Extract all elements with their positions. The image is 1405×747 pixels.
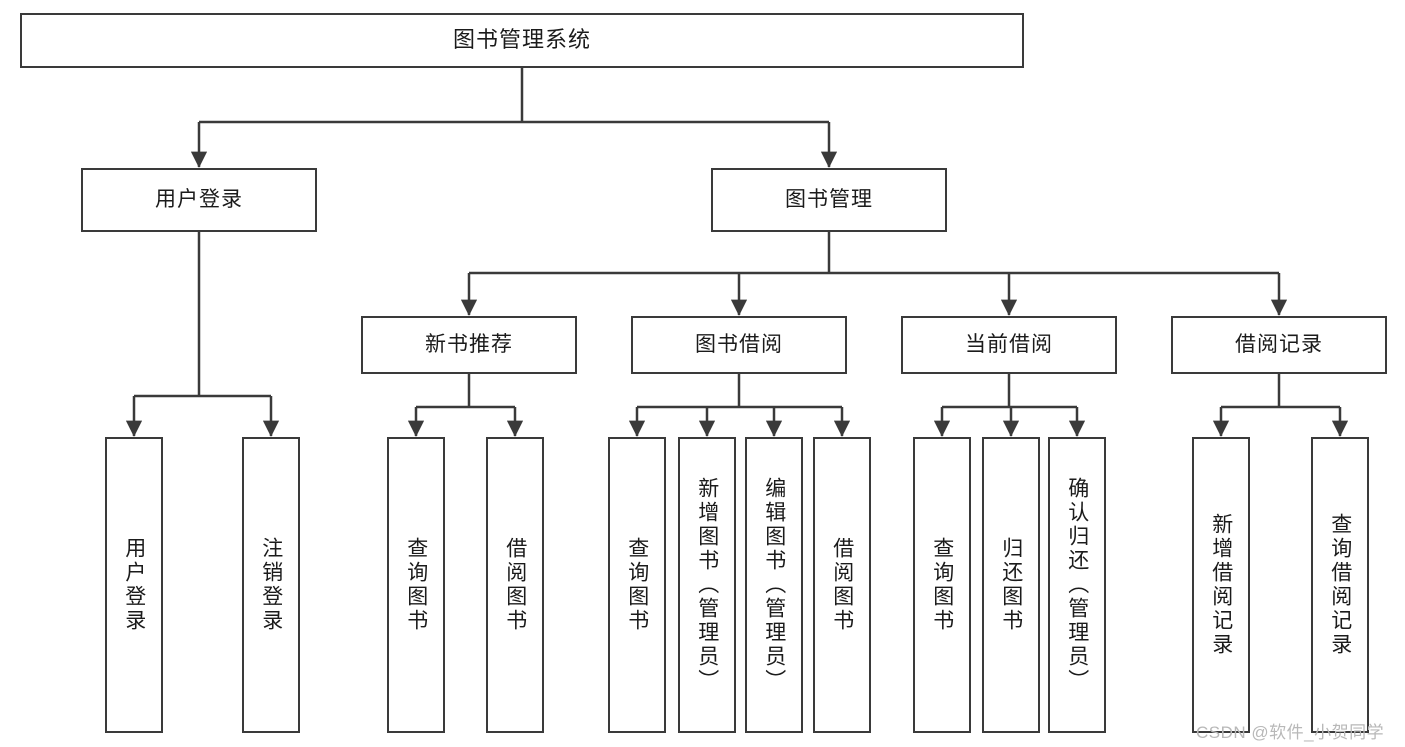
node-root[interactable]: 图书管理系统 bbox=[20, 13, 1024, 68]
node-label: 查询图书 bbox=[930, 537, 954, 633]
node-label: 注销登录 bbox=[259, 537, 283, 633]
node-leaf-add-record[interactable]: 新增借阅记录 bbox=[1192, 437, 1250, 733]
node-leaf-return-book[interactable]: 归还图书 bbox=[982, 437, 1040, 733]
node-newbooks[interactable]: 新书推荐 bbox=[361, 316, 577, 374]
node-label: 编辑图书（管理员） bbox=[762, 477, 786, 693]
node-label: 借阅记录 bbox=[1235, 333, 1323, 357]
node-label: 新增图书（管理员） bbox=[695, 477, 719, 693]
node-leaf-logout[interactable]: 注销登录 bbox=[242, 437, 300, 733]
node-label: 当前借阅 bbox=[965, 333, 1053, 357]
node-label: 用户登录 bbox=[122, 537, 146, 633]
node-label: 确认归还（管理员） bbox=[1065, 477, 1089, 693]
node-label: 查询图书 bbox=[404, 537, 428, 633]
node-label: 查询图书 bbox=[625, 537, 649, 633]
node-current[interactable]: 当前借阅 bbox=[901, 316, 1117, 374]
node-leaf-add-book[interactable]: 新增图书（管理员） bbox=[678, 437, 736, 733]
node-label: 图书管理 bbox=[785, 188, 873, 212]
node-bookmgmt[interactable]: 图书管理 bbox=[711, 168, 947, 232]
node-records[interactable]: 借阅记录 bbox=[1171, 316, 1387, 374]
node-leaf-query-cur[interactable]: 查询图书 bbox=[913, 437, 971, 733]
node-leaf-edit-book[interactable]: 编辑图书（管理员） bbox=[745, 437, 803, 733]
node-borrow[interactable]: 图书借阅 bbox=[631, 316, 847, 374]
node-label: 查询借阅记录 bbox=[1328, 513, 1352, 657]
node-login[interactable]: 用户登录 bbox=[81, 168, 317, 232]
node-label: 借阅图书 bbox=[503, 537, 527, 633]
node-leaf-borrow-new[interactable]: 借阅图书 bbox=[486, 437, 544, 733]
node-leaf-login[interactable]: 用户登录 bbox=[105, 437, 163, 733]
node-leaf-confirm-ret[interactable]: 确认归还（管理员） bbox=[1048, 437, 1106, 733]
node-label: 图书管理系统 bbox=[452, 27, 591, 53]
node-leaf-query-book[interactable]: 查询图书 bbox=[608, 437, 666, 733]
node-label: 新增借阅记录 bbox=[1209, 513, 1233, 657]
node-label: 用户登录 bbox=[155, 188, 243, 212]
node-leaf-query-new[interactable]: 查询图书 bbox=[387, 437, 445, 733]
node-leaf-borrow-book[interactable]: 借阅图书 bbox=[813, 437, 871, 733]
node-label: 图书借阅 bbox=[695, 333, 783, 357]
node-label: 借阅图书 bbox=[830, 537, 854, 633]
node-label: 归还图书 bbox=[999, 537, 1023, 633]
node-leaf-query-record[interactable]: 查询借阅记录 bbox=[1311, 437, 1369, 733]
edge-layer bbox=[125, 68, 1349, 437]
node-label: 新书推荐 bbox=[425, 333, 513, 357]
